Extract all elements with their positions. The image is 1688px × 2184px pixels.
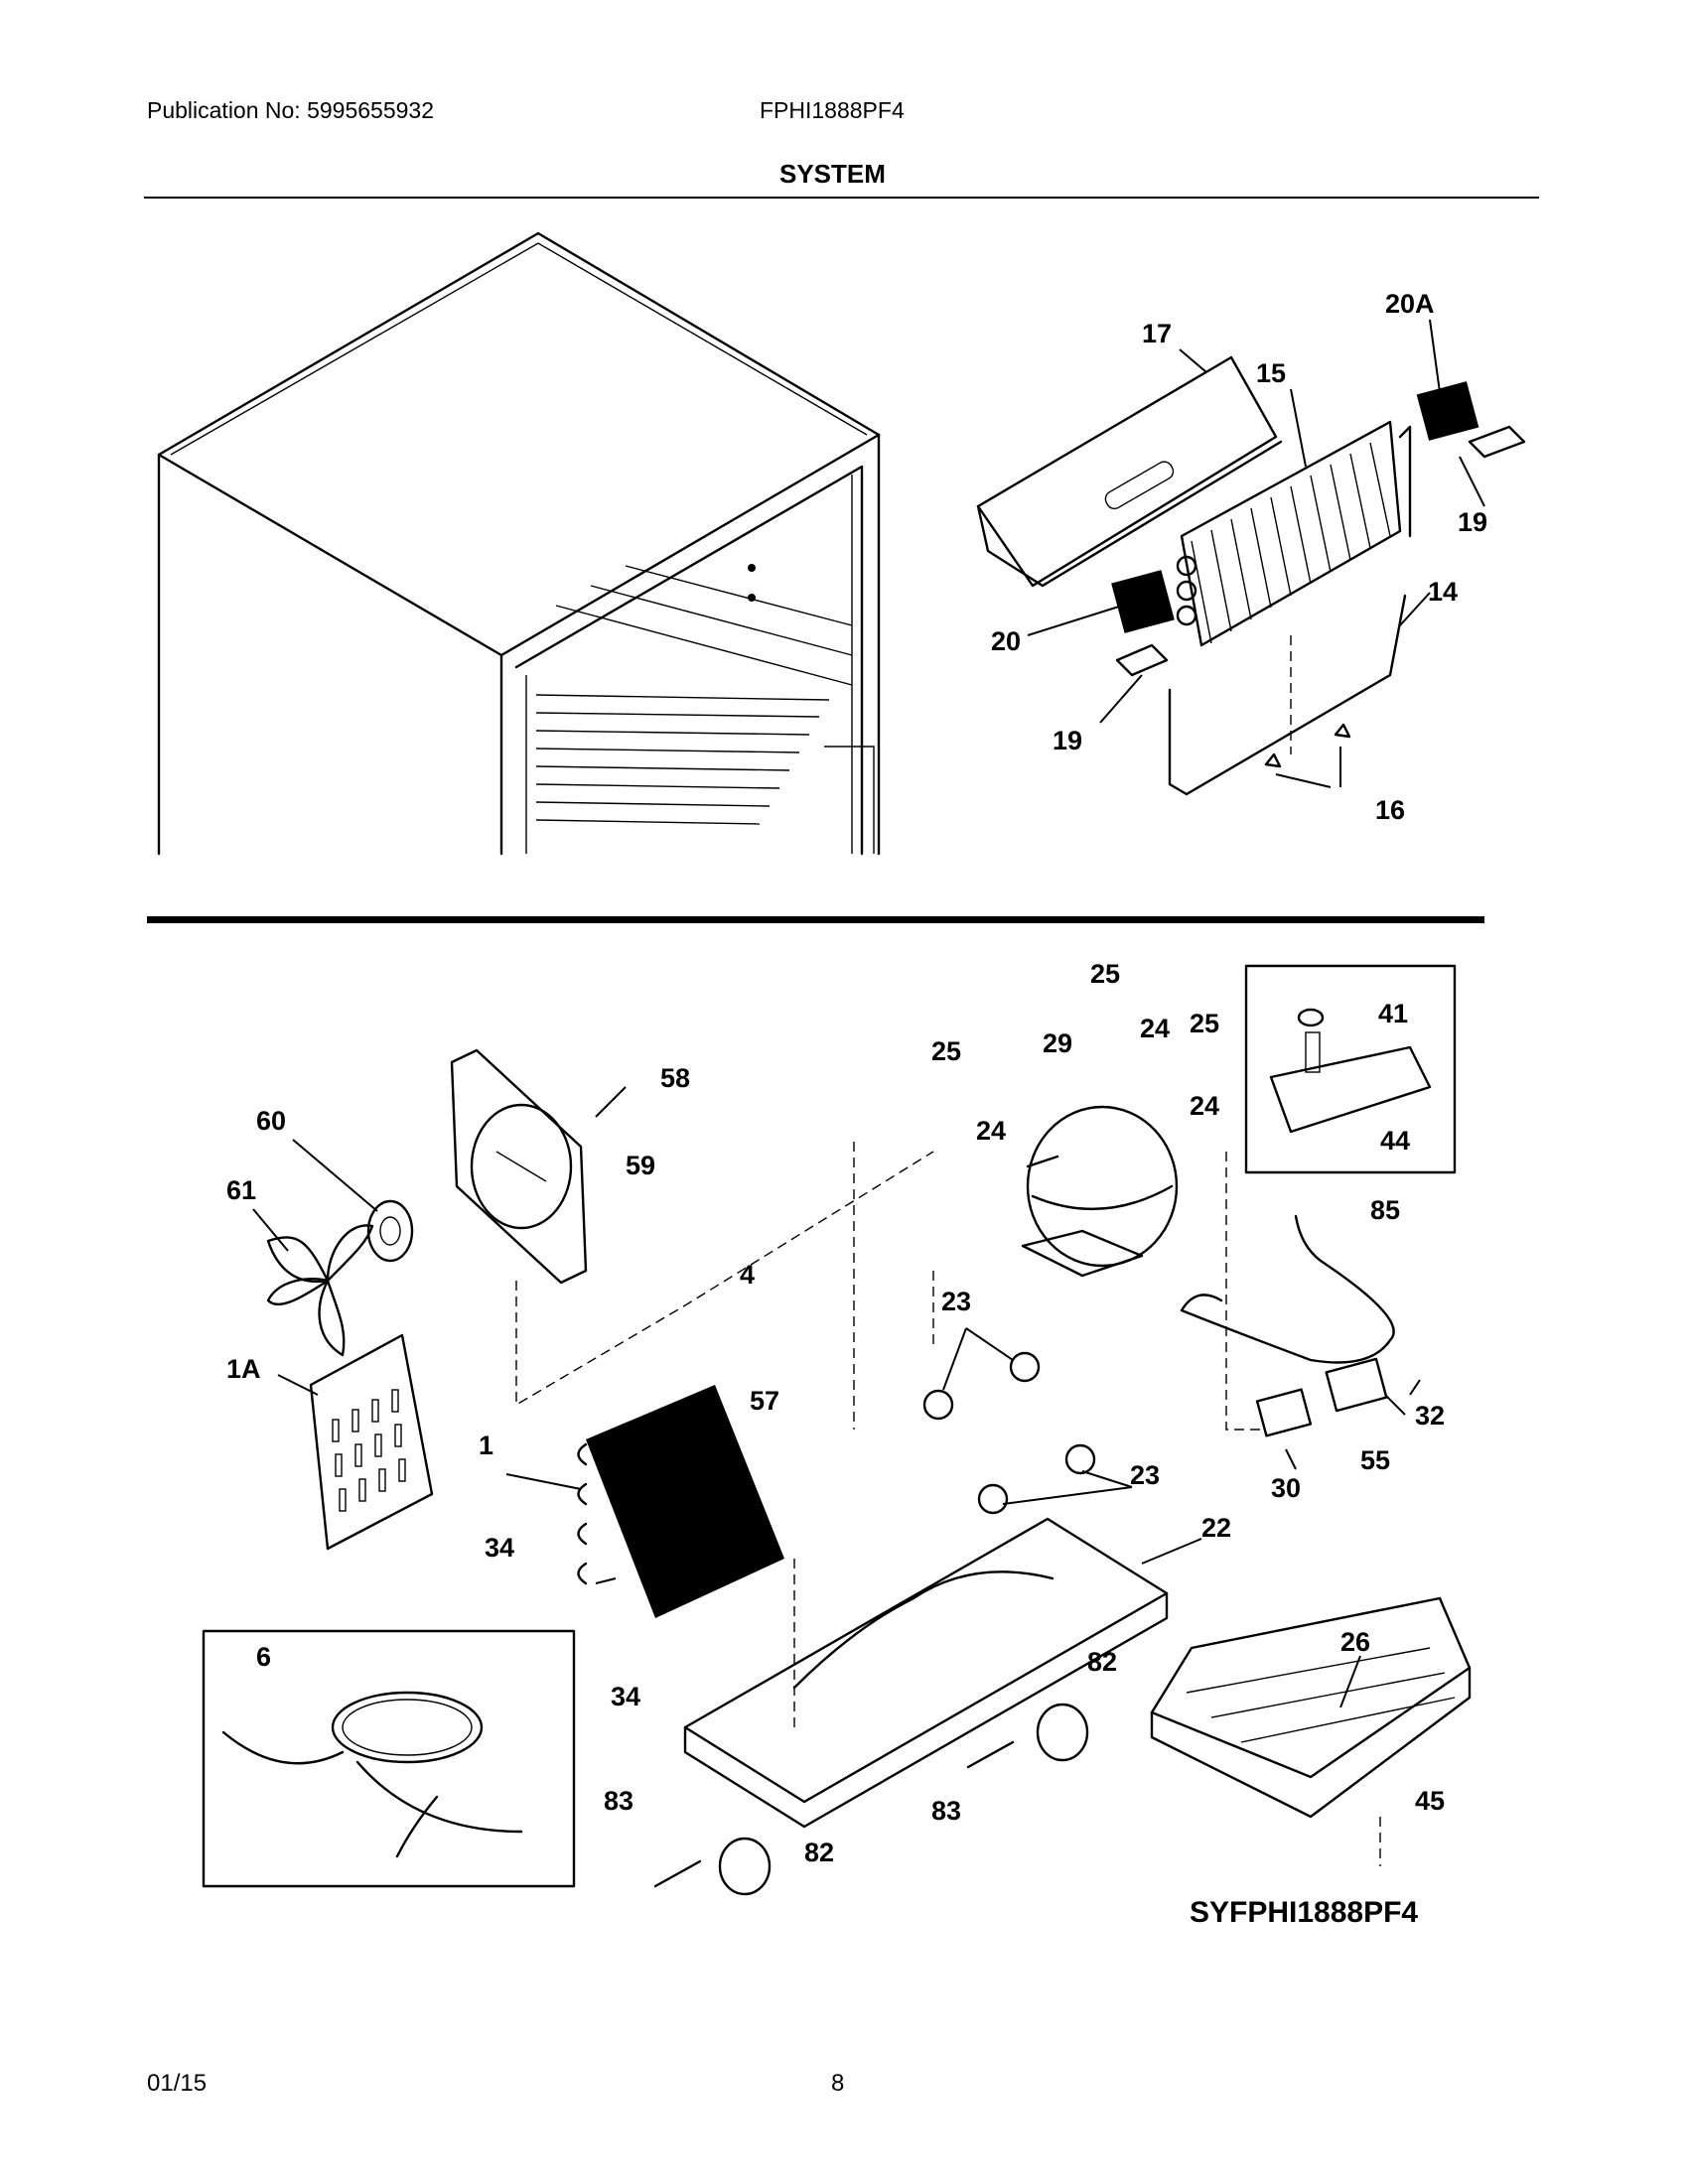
callout-29: 29 [1043, 1028, 1072, 1058]
panel-vents [332, 1389, 406, 1512]
diagram-code: SYFPHI1888PF4 [1190, 1896, 1419, 1929]
condenser-fan-shroud [450, 1048, 588, 1285]
callout-leader-lines [252, 319, 1485, 1708]
callout-83-right: 83 [931, 1796, 961, 1826]
callout-82-bottom: 82 [804, 1838, 834, 1867]
callout-26: 26 [1340, 1627, 1370, 1657]
callout-25-right: 25 [1190, 1009, 1219, 1038]
callout-1a: 1A [226, 1354, 261, 1384]
callout-6: 6 [256, 1642, 271, 1672]
control-box-inset [1244, 964, 1457, 1174]
publication-number: Publication No: 5995655932 [147, 97, 435, 123]
callout-32: 32 [1415, 1401, 1445, 1431]
vibration-grommets [922, 1351, 1096, 1515]
callout-57: 57 [750, 1386, 779, 1416]
fan-motor [366, 1199, 414, 1263]
callout-20: 20 [991, 626, 1021, 656]
callout-58: 58 [660, 1063, 690, 1093]
callout-labels: 17 15 20A 19 20 19 14 16 25 25 25 24 24 … [226, 289, 1487, 1867]
callout-55: 55 [1360, 1445, 1390, 1475]
callout-34-bottom: 34 [611, 1682, 640, 1711]
callout-85: 85 [1370, 1195, 1400, 1225]
callout-19-left: 19 [1053, 726, 1082, 755]
callout-82-right: 82 [1087, 1647, 1117, 1677]
callout-15: 15 [1256, 358, 1286, 388]
dashed-assembly-lines [515, 1142, 1381, 1866]
leveling-legs [653, 1703, 1089, 1896]
section-title: SYSTEM [779, 159, 886, 189]
header-rule [144, 197, 1539, 199]
callout-41: 41 [1378, 999, 1408, 1028]
callout-23-top: 23 [941, 1287, 971, 1316]
callout-25-left: 25 [931, 1036, 961, 1066]
rear-access-panel [309, 1333, 434, 1551]
callout-20a: 20A [1385, 289, 1435, 319]
callout-25-top: 25 [1090, 959, 1120, 989]
callout-45: 45 [1415, 1786, 1445, 1816]
base-tray [683, 1517, 1169, 1829]
callout-17: 17 [1142, 319, 1172, 348]
callout-19-right: 19 [1458, 507, 1487, 537]
callout-59: 59 [626, 1151, 655, 1180]
callout-24-left: 24 [976, 1116, 1006, 1146]
drain-pan [1150, 1596, 1472, 1819]
evaporator-fins [1191, 442, 1391, 644]
model-number: FPHI1888PF4 [760, 97, 905, 123]
callout-34-left: 34 [485, 1533, 514, 1563]
callout-61: 61 [226, 1175, 256, 1205]
footer-date: 01/15 [147, 2070, 208, 2097]
callout-16: 16 [1375, 795, 1405, 825]
power-cord-inset [202, 1629, 576, 1888]
fan-blade [266, 1224, 374, 1357]
page-number: 8 [831, 2070, 845, 2097]
section-divider [147, 916, 1484, 923]
callout-44: 44 [1380, 1126, 1410, 1156]
cabinet-shelf-ribs [535, 565, 853, 825]
callout-14: 14 [1428, 577, 1458, 607]
compressor [1021, 1105, 1179, 1278]
condenser-coil [577, 1385, 784, 1618]
callout-22: 22 [1201, 1513, 1231, 1543]
drain-tube [1180, 1214, 1395, 1364]
callout-4: 4 [740, 1260, 755, 1290]
callout-24-top: 24 [1140, 1014, 1170, 1043]
callout-60: 60 [256, 1106, 286, 1136]
callout-1: 1 [479, 1431, 493, 1460]
callout-30: 30 [1271, 1473, 1301, 1503]
relay-overload [1255, 1357, 1388, 1437]
callout-83-left: 83 [604, 1786, 633, 1816]
callout-24-right: 24 [1190, 1091, 1219, 1121]
cabinet-illustration [157, 231, 881, 856]
evaporator-assembly [976, 355, 1526, 796]
callout-23-bottom: 23 [1130, 1460, 1160, 1490]
